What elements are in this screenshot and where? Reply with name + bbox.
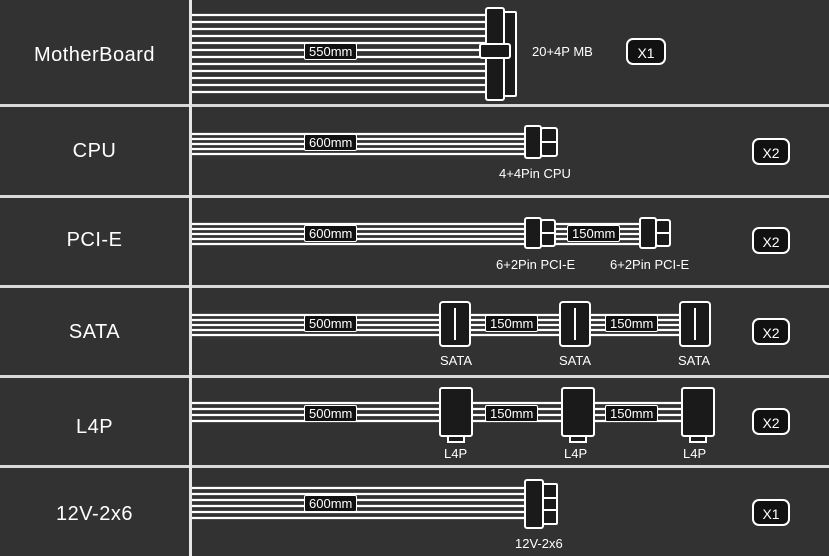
- row-pcie: [0, 198, 829, 285]
- column-divider: [189, 0, 192, 556]
- connector-label: L4P: [564, 446, 588, 461]
- cable-length-tag: 600mm: [304, 495, 358, 512]
- row-label-cpu: CPU: [72, 140, 117, 162]
- segment-length-tag: 150mm: [605, 315, 659, 332]
- row-cpu: [0, 107, 829, 195]
- connector-label: L4P: [683, 446, 707, 461]
- cable-length-tag: 600mm: [304, 225, 358, 242]
- cable-length-tag: 500mm: [304, 315, 358, 332]
- 12v2x6-connector: [524, 479, 558, 529]
- connector-label: 6+2Pin PCI-E: [496, 257, 576, 272]
- l4p-cable-wires: [192, 401, 682, 423]
- connector-label: 4+4Pin CPU: [499, 166, 571, 181]
- quantity-badge: X2: [752, 138, 790, 165]
- row-label-motherboard: MotherBoard: [33, 44, 156, 66]
- l4p-connector: [681, 387, 715, 443]
- row-label-sata: SATA: [68, 321, 121, 343]
- segment-length-tag: 150mm: [485, 405, 539, 422]
- connector-label: L4P: [444, 446, 468, 461]
- connector-label: SATA: [678, 353, 711, 368]
- row-label-pcie: PCI-E: [66, 229, 123, 251]
- row-motherboard: [0, 0, 829, 104]
- row-label-l4p: L4P: [75, 416, 114, 438]
- connector-label: SATA: [440, 353, 473, 368]
- pcie-6-2pin-connector: [524, 217, 556, 249]
- cpu-4-4pin-connector: [524, 125, 558, 159]
- segment-length-tag: 150mm: [485, 315, 539, 332]
- cable-length-tag: 600mm: [304, 134, 358, 151]
- row-separator: [0, 375, 829, 378]
- sata-connector: [679, 301, 711, 347]
- quantity-badge: X2: [752, 227, 790, 254]
- l4p-connector: [561, 387, 595, 443]
- quantity-badge: X1: [752, 499, 790, 526]
- pcie-cable-wires: [192, 222, 640, 246]
- connector-label: 12V-2x6: [515, 536, 563, 551]
- sata-cable-wires: [192, 313, 680, 337]
- cable-length-tag: 500mm: [304, 405, 358, 422]
- quantity-badge: X2: [752, 318, 790, 345]
- connector-label: 6+2Pin PCI-E: [610, 257, 690, 272]
- cable-length-tag: 550mm: [304, 43, 358, 60]
- connector-label: 20+4P MB: [532, 44, 593, 59]
- segment-length-tag: 150mm: [567, 225, 621, 242]
- quantity-badge: X2: [752, 408, 790, 435]
- sata-connector: [439, 301, 471, 347]
- l4p-connector: [439, 387, 473, 443]
- sata-connector: [559, 301, 591, 347]
- cpu-cable-wires: [192, 132, 527, 156]
- pcie-6-2pin-connector: [639, 217, 671, 249]
- row-label-12v2x6: 12V-2x6: [56, 503, 133, 525]
- segment-length-tag: 150mm: [605, 405, 659, 422]
- row-separator: [0, 465, 829, 468]
- quantity-badge: X1: [626, 38, 666, 65]
- 12v2x6-cable-wires: [192, 486, 527, 520]
- motherboard-20-4p-connector: [479, 7, 517, 101]
- row-separator: [0, 285, 829, 288]
- row-separator: [0, 104, 829, 107]
- row-separator: [0, 195, 829, 198]
- connector-label: SATA: [559, 353, 592, 368]
